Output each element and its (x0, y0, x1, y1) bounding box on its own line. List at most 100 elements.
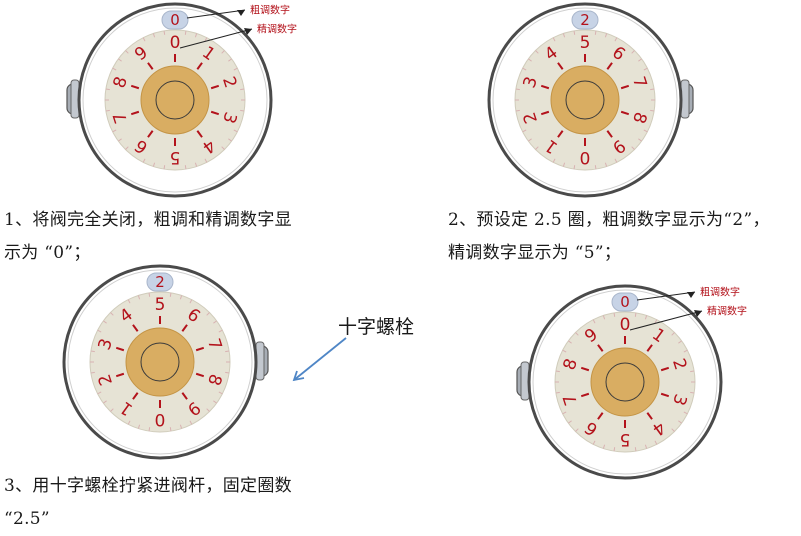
fine-digit: 0 (155, 409, 166, 429)
major-tick (147, 130, 154, 138)
coarse-digit: 2 (155, 273, 165, 291)
minor-tick (127, 420, 131, 425)
minor-tick (204, 158, 208, 163)
minor-tick (683, 411, 688, 415)
fine-digit: 5 (155, 295, 166, 315)
minor-tick (573, 165, 576, 170)
minor-tick (678, 420, 682, 424)
coarse-digit: 2 (580, 11, 590, 29)
major-tick (646, 412, 653, 420)
coarse-window: 2 (571, 10, 599, 30)
coarse-digit: 0 (620, 293, 630, 311)
major-tick (606, 62, 613, 70)
minor-tick (568, 340, 572, 344)
major-tick (196, 130, 203, 138)
caption-panel-3: 3、用十字螺栓拧紧进阀杆，固定圈数 “2.5” (4, 470, 292, 536)
minor-tick (650, 88, 655, 91)
caption-line: 示为 “0”； (4, 243, 91, 263)
minor-tick (592, 319, 596, 324)
minor-tick (613, 312, 616, 317)
major-tick (210, 84, 220, 90)
minor-tick (105, 88, 110, 91)
callout-coarse-label: 粗调数字 (700, 286, 740, 299)
caption-line: 2、预设定 2.5 圈，粗调数字显示为“2”， (448, 210, 770, 230)
minor-tick (555, 370, 560, 373)
minor-tick (528, 58, 532, 62)
minor-tick (206, 312, 210, 316)
minor-tick (568, 420, 572, 424)
minor-tick (602, 444, 606, 449)
minor-tick (221, 146, 225, 150)
caption-panel-1: 1、将阀完全关闭，粗调和精调数字显 示为 “0”； (4, 204, 292, 270)
bolt-label: 十字螺栓 (338, 316, 415, 338)
major-tick (181, 392, 188, 400)
minor-tick (643, 129, 648, 133)
bolt-arrow (292, 337, 347, 382)
fine-digit: 0 (170, 33, 181, 53)
minor-tick (110, 312, 114, 316)
major-tick (660, 392, 670, 398)
minor-tick (562, 411, 567, 415)
hub (125, 327, 195, 397)
minor-tick (671, 332, 675, 336)
major-tick (580, 366, 590, 372)
major-tick (132, 324, 139, 332)
minor-tick (225, 371, 230, 374)
minor-tick (125, 146, 129, 150)
minor-tick (683, 349, 688, 353)
minor-tick (137, 424, 141, 429)
minor-tick (189, 420, 193, 425)
minor-tick (604, 33, 608, 38)
major-tick (132, 392, 139, 400)
minor-tick (118, 138, 122, 142)
hub (550, 65, 620, 135)
minor-tick (148, 427, 151, 432)
minor-tick (631, 50, 635, 54)
minor-tick (631, 146, 635, 150)
major-tick (181, 324, 188, 332)
minor-tick (228, 58, 232, 62)
minor-tick (650, 109, 655, 112)
minor-tick (97, 391, 102, 395)
minor-tick (562, 162, 566, 167)
minor-tick (638, 58, 642, 62)
major-tick (606, 130, 613, 138)
major-tick (620, 84, 630, 90)
major-tick (646, 344, 653, 352)
minor-tick (562, 33, 566, 38)
minor-tick (105, 109, 110, 112)
hub-inner-ring (155, 80, 195, 120)
minor-tick (515, 109, 520, 112)
minor-tick (592, 440, 596, 445)
minor-tick (127, 299, 131, 304)
minor-tick (528, 138, 532, 142)
hub-inner-ring (605, 362, 645, 402)
minor-tick (112, 67, 117, 71)
minor-tick (218, 329, 223, 333)
coarse-window: 0 (611, 292, 639, 312)
minor-tick (194, 162, 198, 167)
minor-tick (225, 350, 230, 353)
minor-tick (575, 332, 579, 336)
major-tick (195, 346, 205, 352)
minor-tick (602, 315, 606, 320)
minor-tick (614, 158, 618, 163)
caption-line: 精调数字显示为 “5”； (448, 243, 622, 263)
minor-tick (142, 37, 146, 42)
minor-tick (148, 292, 151, 297)
minor-tick (221, 50, 225, 54)
major-tick (115, 372, 125, 378)
minor-tick (90, 350, 95, 353)
minor-tick (213, 320, 217, 324)
minor-tick (163, 30, 166, 35)
major-tick (597, 412, 604, 420)
fine-digit: 0 (580, 147, 591, 167)
minor-tick (643, 67, 648, 71)
caption-line: 1、将阀完全关闭，粗调和精调数字显 (4, 210, 292, 230)
minor-tick (690, 370, 695, 373)
major-tick (580, 392, 590, 398)
